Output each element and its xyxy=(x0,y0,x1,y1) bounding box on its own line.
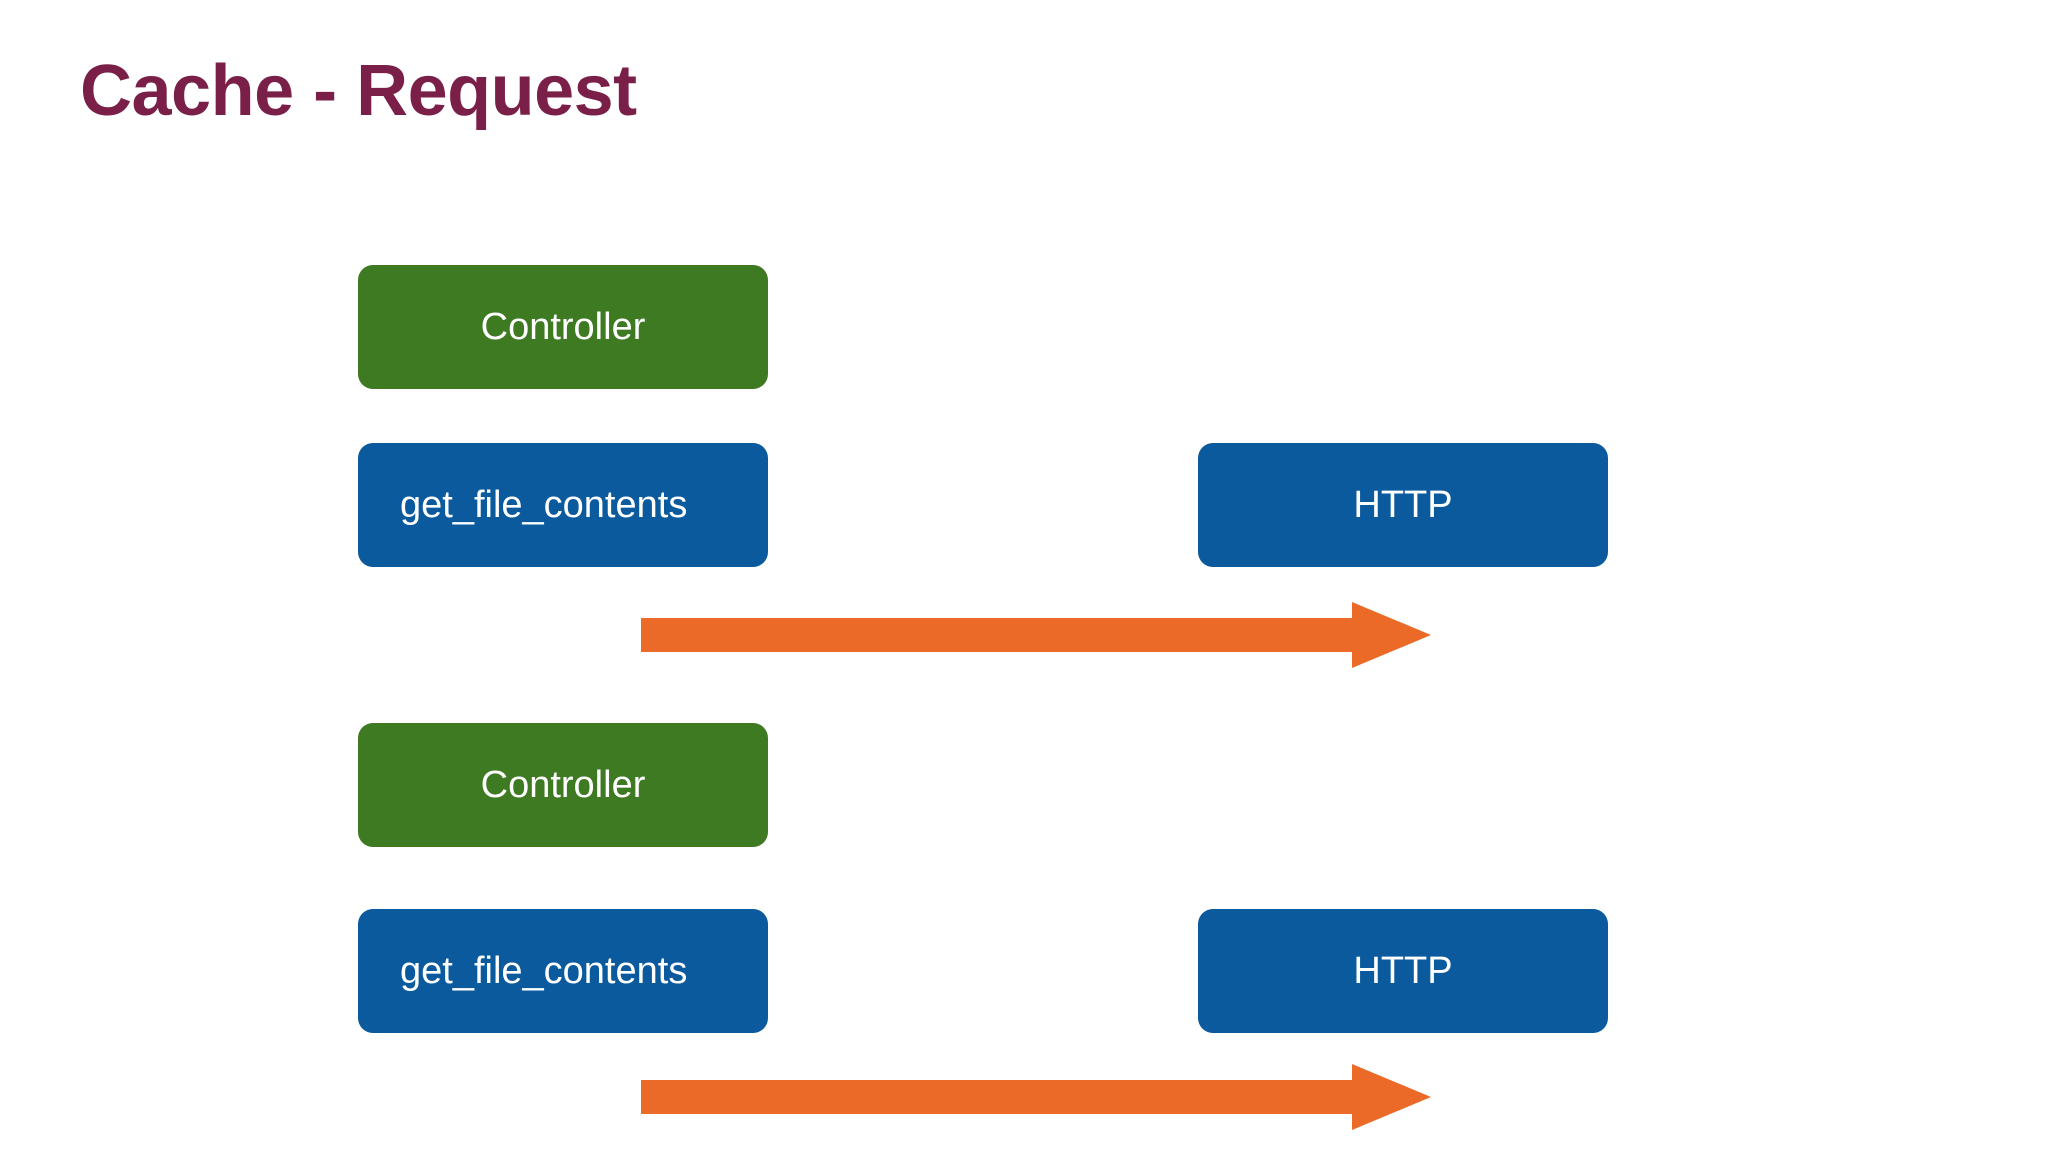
http-box-2[interactable]: HTTP xyxy=(1198,909,1608,1033)
http-box-1-label: HTTP xyxy=(1353,483,1453,526)
right-arrow-icon-2 xyxy=(641,1064,1431,1130)
controller-box-1[interactable]: Controller xyxy=(358,265,768,389)
get-file-contents-box-2-label: get_file_contents xyxy=(400,949,688,992)
get-file-contents-box-1-label: get_file_contents xyxy=(400,483,688,526)
get-file-contents-box-2[interactable]: get_file_contents xyxy=(358,909,768,1033)
get-file-contents-box-1[interactable]: get_file_contents xyxy=(358,443,768,567)
right-arrow-icon-1 xyxy=(641,602,1431,668)
controller-box-2-label: Controller xyxy=(480,763,646,806)
page-title: Cache - Request xyxy=(80,51,637,131)
controller-box-2[interactable]: Controller xyxy=(358,723,768,847)
http-box-2-label: HTTP xyxy=(1353,949,1453,992)
controller-box-1-label: Controller xyxy=(480,305,646,348)
http-box-1[interactable]: HTTP xyxy=(1198,443,1608,567)
